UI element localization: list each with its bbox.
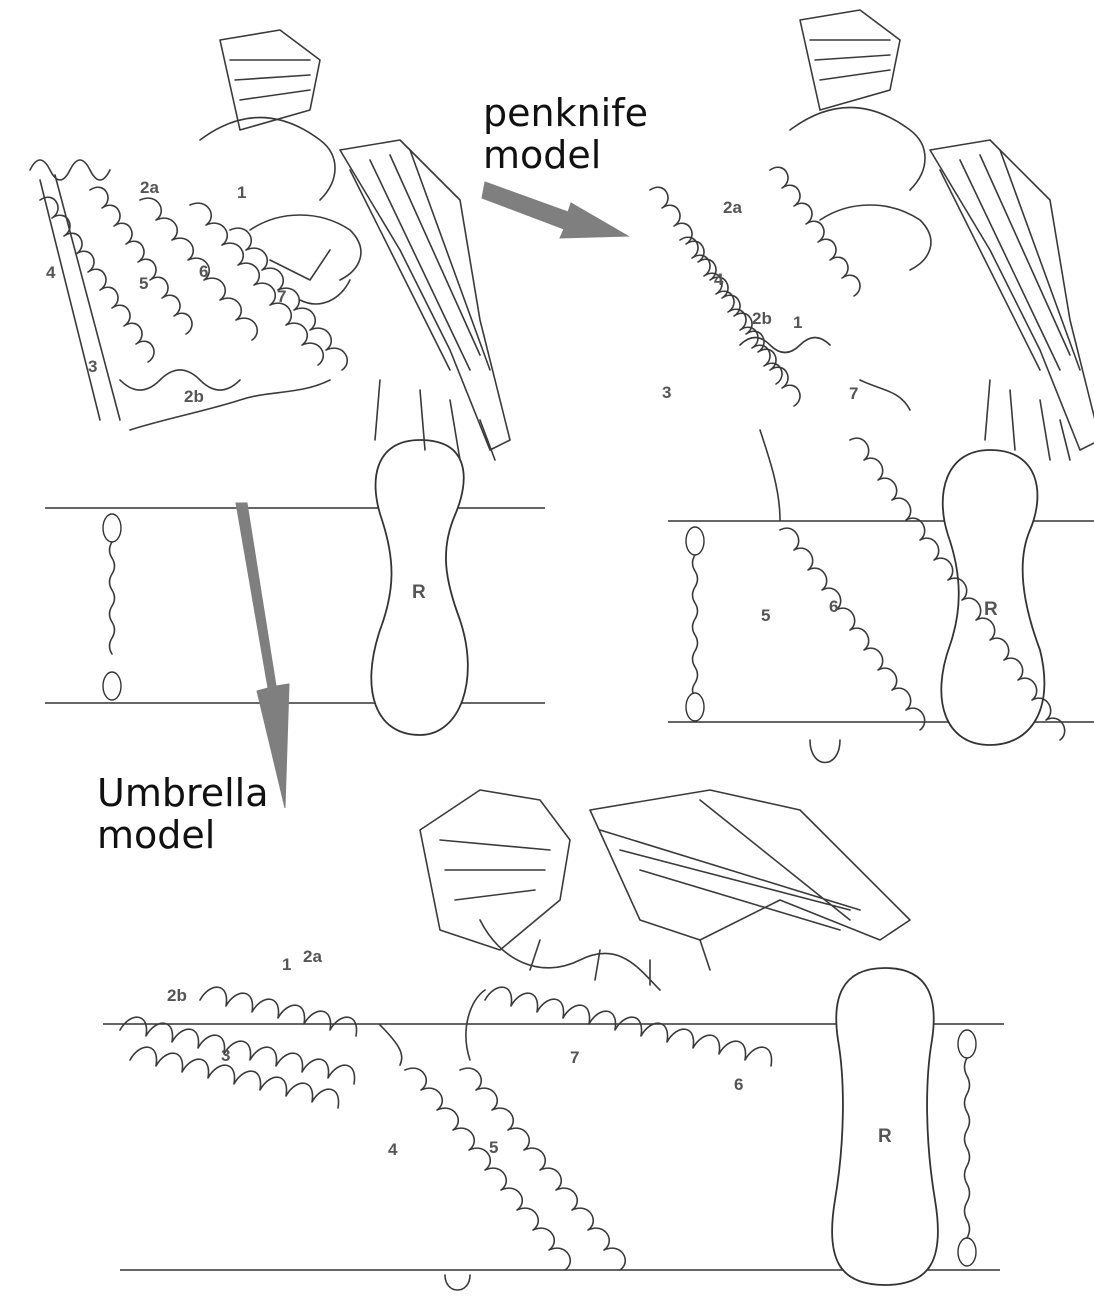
helix-label-2a: 2a — [140, 178, 159, 197]
receptor-label: R — [984, 599, 998, 620]
helix-label-2a: 2a — [723, 198, 742, 217]
helix-label-4: 4 — [388, 1140, 398, 1159]
helix-labels: 1 2a 2b 3 4 5 6 7 — [662, 198, 858, 625]
helix-label-4: 4 — [714, 270, 724, 289]
arrow-to-penknife — [482, 182, 628, 238]
helix-label-2b: 2b — [752, 309, 772, 328]
umbrella-caption: Umbrella model — [97, 772, 269, 856]
helix-label-2b: 2b — [167, 986, 187, 1005]
panel-top-left: R 1 2a 2b 3 — [30, 30, 545, 735]
helix-label-3: 3 — [221, 1046, 230, 1065]
helix-label-2a: 2a — [303, 947, 322, 966]
beta-sheet-domain — [790, 10, 1094, 460]
umbrella-caption-line1: Umbrella — [97, 772, 269, 814]
helix-label-5: 5 — [761, 606, 770, 625]
beta-sheet-domain — [200, 30, 510, 460]
lipid-molecule — [103, 514, 121, 700]
panel-top-right: R 1 2a 2b 3 4 5 6 — [650, 10, 1094, 763]
helix-label-6: 6 — [734, 1075, 743, 1094]
penknife-caption: penknife model — [483, 92, 648, 176]
panel-bottom: R 1 2a 2b 3 4 5 6 7 — [103, 790, 1004, 1290]
helix-label-5: 5 — [139, 274, 148, 293]
helix-label-3: 3 — [88, 357, 97, 376]
umbrella-caption-line2: model — [97, 814, 269, 856]
helix-label-1: 1 — [793, 313, 802, 332]
helix-label-1: 1 — [237, 183, 246, 202]
helix-label-5: 5 — [489, 1138, 498, 1157]
lipid-molecule — [686, 527, 704, 721]
penknife-caption-line2: model — [483, 134, 648, 176]
helix-label-1: 1 — [282, 955, 291, 974]
helix-label-6: 6 — [829, 597, 838, 616]
receptor-label: R — [412, 582, 426, 603]
penknife-caption-line1: penknife — [483, 92, 648, 134]
helix-label-3: 3 — [662, 383, 671, 402]
helix-label-6: 6 — [199, 262, 208, 281]
receptor-shape — [941, 450, 1044, 745]
beta-sheet-domain — [420, 790, 910, 990]
helix-label-7: 7 — [277, 287, 286, 306]
helix-labels: 1 2a 2b 3 4 5 6 7 — [46, 178, 286, 406]
helix-label-4: 4 — [46, 263, 56, 282]
helix-label-7: 7 — [570, 1048, 579, 1067]
helix-bundle — [120, 987, 772, 1290]
receptor-label: R — [878, 1126, 892, 1147]
arrow-to-umbrella — [236, 503, 289, 808]
helix-label-2b: 2b — [184, 387, 204, 406]
lipid-molecule — [958, 1030, 976, 1266]
helix-label-7: 7 — [849, 384, 858, 403]
